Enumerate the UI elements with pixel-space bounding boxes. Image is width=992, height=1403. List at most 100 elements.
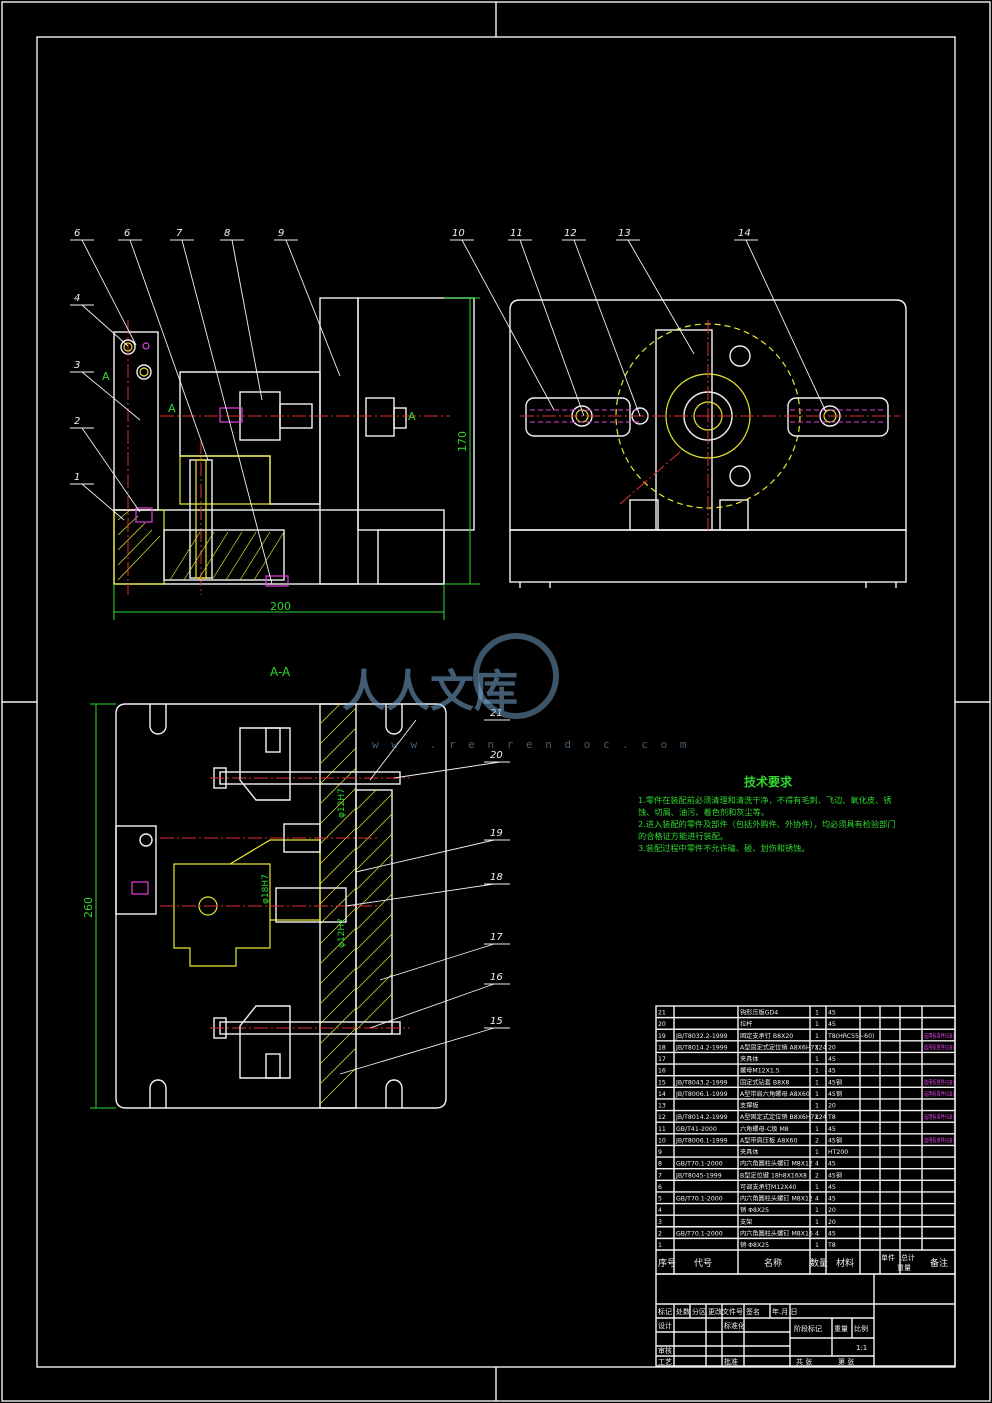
bom-cell-name: A型固定式定位销 A8X6H7X24 <box>740 1043 827 1051</box>
balloon-label: 12 <box>564 228 577 239</box>
bom-side-note: 选用标准件(GB) <box>924 1113 954 1121</box>
side-view <box>509 299 907 588</box>
tb-row1-0: 标记 <box>658 1307 672 1316</box>
bom-side-note: 选用标准件(GB) <box>924 1090 954 1098</box>
tb-row2-5: 比例 <box>854 1324 868 1333</box>
note-line: 1.零件在装配前必须清理和清洗干净，不得有毛刺、飞边、氧化皮、锈 <box>638 795 891 805</box>
balloon-label: 18 <box>490 872 503 883</box>
balloon-label: 1 <box>74 472 80 483</box>
bom-cell-mat: 45 <box>828 1068 836 1075</box>
note-line: 的合格证方能进行装配。 <box>638 831 728 841</box>
bom-cell-no: 19 <box>658 1033 666 1040</box>
bom-cell-name: 固定式钻套 B8X8 <box>740 1078 789 1086</box>
balloon-label: 6 <box>74 228 80 239</box>
bom-cell-code: JB/T8032.2-1999 <box>675 1033 728 1040</box>
bom-header-mat: 材料 <box>836 1257 854 1269</box>
bom-header-name: 名称 <box>764 1257 782 1269</box>
bom-cell-qty: 1 <box>815 1103 819 1110</box>
bom-cell-no: 11 <box>658 1126 666 1133</box>
balloon-label: 2 <box>74 416 80 427</box>
bom-cell-qty: 1 <box>815 1033 819 1040</box>
bom-side-note: 选用标准件(GB) <box>924 1136 954 1144</box>
bom-cell-name: A型带肩六角螺母 A8X60 <box>740 1090 810 1098</box>
bom-cell-mat: 20 <box>828 1207 836 1214</box>
bom-cell-mat: 45 <box>828 1230 836 1237</box>
dim-phi-a: φ12H7 <box>337 788 347 818</box>
balloon-label: 10 <box>452 228 465 239</box>
balloon-labels: 6 6 7 8 9 10 11 12 13 14 4 3 2 1 21 20 1… <box>74 228 751 1027</box>
bom-cell-mat: HT200 <box>828 1149 848 1156</box>
section-view: A-A <box>82 665 447 1109</box>
bom-cell-mat: 45钢 <box>828 1078 842 1086</box>
bom-cell-qty: 1 <box>815 1079 819 1086</box>
tb-row1-4: 签名 <box>746 1307 760 1316</box>
bom-cell-no: 4 <box>658 1207 662 1214</box>
bom-cell-qty: 1 <box>815 1184 819 1191</box>
bom-cell-code: JB/T8006.1-1999 <box>675 1137 728 1144</box>
bom-cell-no: 18 <box>658 1044 666 1051</box>
bom-cell-no: 3 <box>658 1219 662 1226</box>
bom-header-code: 代号 <box>694 1258 712 1269</box>
note-line: 蚀、切屑、油污、着色剂和灰尘等。 <box>638 807 769 817</box>
section-marker-a2: A <box>168 402 176 415</box>
dim-phi-b: φ18H7 <box>261 874 271 904</box>
bom-cell-name: 钩形压板GD4 <box>740 1009 778 1017</box>
tb-row2-0: 设计 <box>658 1321 672 1330</box>
bom-cell-mat: 20 <box>828 1103 836 1110</box>
bom-cell-name: 销 Φ8X25 <box>740 1241 769 1249</box>
notes-title: 技术要求 <box>744 774 793 789</box>
balloon-label: 16 <box>490 972 503 983</box>
bom-cell-name: 夹具体 <box>740 1148 759 1156</box>
bom-cell-no: 9 <box>658 1149 662 1156</box>
bom-cell-no: 7 <box>658 1172 662 1179</box>
tb-row2-2: 标准化 <box>724 1321 745 1330</box>
balloon-label: 14 <box>738 228 751 239</box>
bom-header-note: 备注 <box>930 1257 948 1269</box>
bom-cell-qty: 1 <box>815 1114 819 1121</box>
bom-cell-qty: 1 <box>815 1207 819 1214</box>
bom-cell-name: B型定位键 18h8X16X8 <box>740 1171 807 1179</box>
bom-cell-qty: 4 <box>815 1161 819 1168</box>
watermark-url: w w w . r e n r e n d o c . c o m <box>372 738 690 751</box>
bom-cell-code: JB/T8043.2-1999 <box>675 1079 728 1086</box>
bom-cell-code: GB/T70.1-2000 <box>676 1196 723 1203</box>
tb-row1-3: 更改文件号 <box>708 1307 743 1316</box>
bom-cell-name: 固定支承钉 B8X20 <box>740 1032 793 1040</box>
bom-cell-mat: 45 <box>828 1056 836 1063</box>
bom-cell-mat: 45钢 <box>828 1136 842 1144</box>
callouts-top <box>70 239 827 1075</box>
bom-cell-no: 8 <box>658 1161 662 1168</box>
balloon-label: 13 <box>618 228 631 239</box>
bom-cell-mat: T8(HRC55~60) <box>827 1033 874 1040</box>
bom-cell-qty: 1 <box>815 1219 819 1226</box>
balloon-label: 15 <box>490 1016 503 1027</box>
bom-cell-qty: 1 <box>815 1056 819 1063</box>
tb-row4-4: 第 张 <box>838 1357 854 1366</box>
bom-cell-mat: 45 <box>828 1196 836 1203</box>
bom-cell-name: A型固定式定位销 B8X6H7X24 <box>740 1113 827 1121</box>
bom-header-qty: 数量 <box>810 1257 828 1269</box>
bom-cell-name: 销 Φ8X25 <box>740 1206 769 1214</box>
bom-cell-code: GB/T70.1-2000 <box>676 1230 723 1237</box>
bom-cell-name: 可调支承钉M12X40 <box>740 1183 796 1191</box>
dim-height-section: 260 <box>82 897 95 918</box>
bom-cell-no: 5 <box>658 1196 662 1203</box>
tb-row1-5: 年.月.日 <box>772 1307 797 1316</box>
bom-cell-no: 12 <box>658 1114 666 1121</box>
note-line: 3.装配过程中零件不允许磕、碰、划伤和锈蚀。 <box>638 843 810 853</box>
bom-header-no: 序号 <box>658 1257 676 1269</box>
bom-cell-name: 支撑板 <box>740 1102 759 1110</box>
balloon-label: 9 <box>278 228 284 239</box>
bom-cell-qty: 2 <box>815 1137 819 1144</box>
bom-cell-mat: 45钢 <box>828 1090 842 1098</box>
bom-cell-code: JB/T8014.2-1999 <box>675 1044 728 1051</box>
bom-header-unit: 单件 <box>881 1253 895 1262</box>
bom-cell-qty: 4 <box>815 1230 819 1237</box>
bom-cell-name: 内六角圆柱头螺钉 M8X12 <box>740 1195 813 1203</box>
tb-row1-2: 分区 <box>692 1307 706 1316</box>
bom-cell-no: 16 <box>658 1068 666 1075</box>
tb-scale: 1:1 <box>856 1344 867 1352</box>
bom-cell-mat: 20 <box>828 1044 836 1051</box>
